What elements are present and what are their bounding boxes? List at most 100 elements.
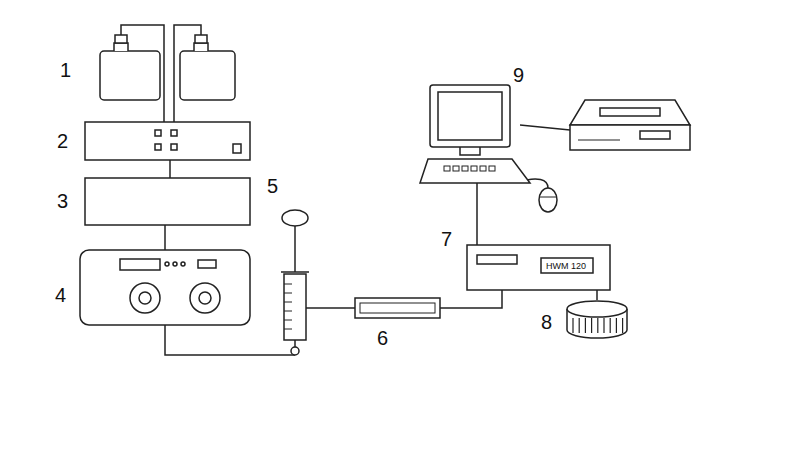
detector-box-outline [467,245,610,290]
tube-connector [165,325,295,355]
drawing-stroke [600,108,660,116]
drawing-stroke [567,301,627,317]
drawing-stroke [460,147,480,155]
drawing-stroke [190,283,220,313]
drawing-stroke [578,140,620,141]
column: 6 [355,298,440,318]
tube-connector [315,308,355,309]
drawing-stroke [570,100,690,125]
drawing-stroke [284,293,292,294]
drawing-stroke [579,318,580,333]
tube-line [169,160,171,178]
tube-line [476,182,478,245]
drawing-stroke [585,318,586,333]
drawing-stroke [284,329,292,330]
drawing-stroke [284,274,306,340]
syringe-injector-outline [275,210,315,355]
drawing-stroke [438,92,502,140]
drawing-stroke [622,318,623,333]
drawing-stroke [360,303,435,313]
drawing-stroke [489,166,495,171]
computer-outline [420,75,530,190]
drawing-stroke [199,292,211,304]
drawing-stroke [520,125,570,130]
pump-box: 3 [85,178,250,225]
controller-unit: 4 [80,250,250,325]
drawing-stroke [284,302,292,303]
drawing-stroke [80,250,250,325]
drawing-stroke [462,166,468,171]
drawing-stroke [430,85,510,147]
column-outline [355,298,440,318]
tube-line [596,290,598,300]
fraction-collector: 8 [565,300,630,338]
drawing-stroke [181,262,185,266]
callout-number: 2 [57,131,68,151]
drawing-stroke [453,166,459,171]
tube-connector [597,290,598,300]
drawing-stroke [480,166,486,171]
drawing-stroke [471,166,477,171]
drawing-stroke [155,130,161,136]
fraction-collector-outline [565,300,630,338]
drawing-stroke [198,260,216,268]
drawing-stroke [539,197,557,198]
tube-connector [165,225,166,250]
tube-line [440,290,502,308]
drawing-stroke [171,130,177,136]
solvent-reservoirs: 1 [100,35,235,100]
degasser-box-outline [85,122,250,160]
drawing-stroke [610,318,611,333]
tube-connector [477,182,478,245]
drawing-stroke [477,255,517,264]
drawing-stroke [115,35,127,43]
callout-number: 7 [441,229,452,249]
drawing-stroke [85,122,250,160]
tube-connector [170,160,171,178]
drawing-stroke [195,35,207,43]
drawing-stroke [284,320,292,321]
callout-number: 6 [377,328,388,348]
syringe-injector: 5 [275,210,315,355]
drawing-stroke [640,131,670,139]
drawing-stroke [173,262,177,266]
drawing-stroke [420,159,530,183]
detector-box: 7HWM 120 [467,245,610,290]
drawing-stroke [282,210,308,226]
drawing-stroke [165,262,169,266]
drawing-stroke [570,125,690,150]
display-label: HWM 120 [546,262,586,271]
drawing-stroke [139,292,151,304]
drawing-stroke [85,178,250,225]
drawing-stroke [100,51,160,100]
drawing-stroke [539,188,557,212]
controller-unit-outline [80,250,250,325]
pump-box-outline [85,178,250,225]
degasser-box: 2 [85,122,250,160]
drawing-stroke [572,318,573,333]
tube-line [165,325,295,355]
tube-line [164,225,166,250]
callout-number: 8 [541,312,552,332]
drawing-stroke [616,318,617,333]
callout-number: 3 [57,191,68,211]
drawing-stroke [120,259,160,270]
callout-number: 1 [60,60,71,80]
callout-number: 4 [55,285,66,305]
drawing-stroke [114,43,128,51]
drawing-stroke [233,144,241,153]
drawing-stroke [180,51,235,100]
drawing-stroke [355,298,440,318]
drawing-stroke [591,318,592,333]
drawing-stroke [291,347,299,355]
drawing-stroke [597,318,598,333]
drawing-stroke [155,144,161,150]
drawing-stroke [194,43,208,51]
drawing-stroke [467,245,610,290]
tube-line [315,307,355,309]
drawing-stroke [294,226,296,272]
drawing-stroke [284,284,292,285]
drawing-stroke [541,258,593,273]
callout-number: 9 [513,65,524,85]
